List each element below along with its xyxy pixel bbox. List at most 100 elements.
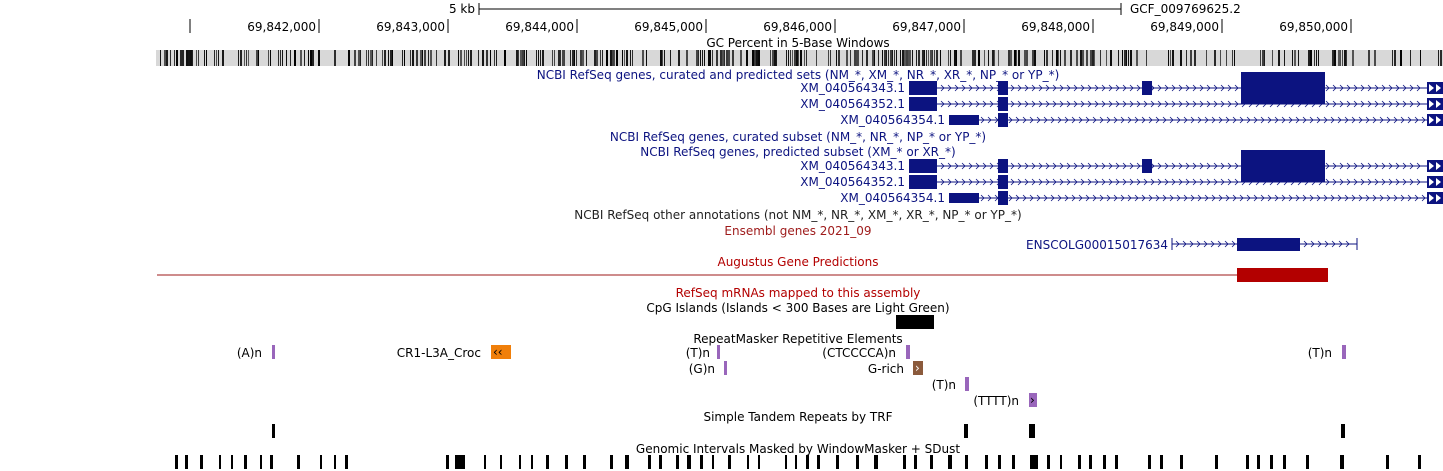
ensembl-exon[interactable] <box>1237 238 1300 251</box>
windowmasker-interval[interactable] <box>625 455 629 469</box>
windowmasker-interval[interactable] <box>712 455 714 469</box>
gene-exon[interactable] <box>998 175 1008 189</box>
windowmasker-interval[interactable] <box>1089 455 1092 469</box>
windowmasker-interval[interactable] <box>1270 455 1273 469</box>
windowmasker-interval[interactable] <box>244 455 247 469</box>
windowmasker-interval[interactable] <box>914 455 917 469</box>
windowmasker-interval[interactable] <box>1257 455 1260 469</box>
windowmasker-interval[interactable] <box>700 455 703 469</box>
windowmasker-interval[interactable] <box>546 455 549 469</box>
windowmasker-interval[interactable] <box>231 455 233 469</box>
repeat-grich[interactable] <box>913 361 923 375</box>
gene-model[interactable]: XM_040564343.1 <box>800 150 1443 182</box>
windowmasker-interval[interactable] <box>758 455 760 469</box>
windowmasker-interval[interactable] <box>856 455 859 469</box>
windowmasker-interval[interactable] <box>260 455 262 469</box>
windowmasker-track[interactable] <box>175 455 1421 469</box>
windowmasker-interval[interactable] <box>1306 455 1309 469</box>
gene-exon[interactable] <box>1241 150 1325 182</box>
windowmasker-interval[interactable] <box>728 455 731 469</box>
gene-exon[interactable] <box>949 193 979 203</box>
windowmasker-interval[interactable] <box>484 455 486 469</box>
windowmasker-interval[interactable] <box>446 455 449 469</box>
windowmasker-interval[interactable] <box>531 455 533 469</box>
gene-label[interactable]: XM_040564352.1 <box>800 97 905 111</box>
windowmasker-interval[interactable] <box>1418 455 1421 469</box>
gene-exon[interactable] <box>949 115 979 125</box>
windowmasker-interval[interactable] <box>998 455 1001 469</box>
windowmasker-interval[interactable] <box>1340 455 1344 469</box>
windowmasker-interval[interactable] <box>500 455 502 469</box>
gc-track-title[interactable]: GC Percent in 5-Base Windows <box>706 36 889 50</box>
windowmasker-interval[interactable] <box>320 455 322 469</box>
windowmasker-interval[interactable] <box>648 455 651 469</box>
gene-label[interactable]: XM_040564343.1 <box>800 81 905 95</box>
windowmasker-interval[interactable] <box>219 455 221 469</box>
windowmasker-interval[interactable] <box>565 455 568 469</box>
windowmasker-interval[interactable] <box>985 455 988 469</box>
windowmasker-interval[interactable] <box>806 455 809 469</box>
gene-model[interactable]: XM_040564354.1 <box>840 191 1443 205</box>
windowmasker-interval[interactable] <box>795 455 797 469</box>
windowmasker-interval[interactable] <box>874 455 878 469</box>
windowmasker-interval[interactable] <box>965 455 968 469</box>
windowmasker-interval[interactable] <box>583 455 586 469</box>
windowmasker-interval[interactable] <box>270 455 273 469</box>
gene-exon[interactable] <box>909 81 937 95</box>
gene-exon[interactable] <box>909 175 937 189</box>
windowmasker-interval[interactable] <box>1215 455 1218 469</box>
gene-model[interactable]: XM_040564352.1 <box>800 97 1443 111</box>
windowmasker-interval[interactable] <box>610 455 613 469</box>
refseq-predicted-title[interactable]: NCBI RefSeq genes, predicted subset (XM_… <box>640 145 955 159</box>
repeat-tn-1[interactable] <box>717 345 720 359</box>
ensembl-track[interactable]: ENSCOLG00015017634 <box>1026 238 1358 252</box>
gene-label[interactable]: XM_040564343.1 <box>800 159 905 173</box>
gene-model[interactable]: XM_040564343.1 <box>800 72 1443 104</box>
gene-label[interactable]: XM_040564354.1 <box>840 191 945 205</box>
gc-percent-track[interactable] <box>156 50 1443 66</box>
windowmasker-interval[interactable] <box>455 455 465 469</box>
repeat-tn-2[interactable] <box>1342 345 1346 359</box>
repeat-tn-3[interactable] <box>965 377 969 391</box>
gene-exon[interactable] <box>998 113 1008 127</box>
augustus-exon[interactable] <box>1237 268 1328 282</box>
gene-model[interactable]: XM_040564352.1 <box>800 175 1443 189</box>
refseq-all-title[interactable]: NCBI RefSeq genes, curated and predicted… <box>537 68 1060 82</box>
gene-exon[interactable] <box>998 191 1008 205</box>
gene-exon[interactable] <box>909 97 937 111</box>
windowmasker-interval[interactable] <box>1283 455 1286 469</box>
windowmasker-interval[interactable] <box>1060 455 1062 469</box>
windowmasker-interval[interactable] <box>185 455 188 469</box>
cpg-island[interactable] <box>896 315 934 329</box>
windowmasker-interval[interactable] <box>1103 455 1106 469</box>
windowmasker-interval[interactable] <box>175 455 178 469</box>
refseq-predicted-track[interactable]: XM_040564343.1XM_040564352.1XM_040564354… <box>800 150 1443 205</box>
windowmasker-interval[interactable] <box>659 455 662 469</box>
repeatmasker-track[interactable]: (A)n CR1-L3A_Croc ‹‹ (T)n (CTCCCCA)n (T)… <box>237 345 1346 408</box>
refseq-other-title[interactable]: NCBI RefSeq other annotations (not NM_*,… <box>574 208 1021 222</box>
windowmasker-interval[interactable] <box>836 455 839 469</box>
repeat-ctcccca[interactable] <box>906 345 910 359</box>
windowmasker-interval[interactable] <box>1030 455 1038 469</box>
trf-track[interactable] <box>272 424 1345 438</box>
repeat-an[interactable] <box>272 345 275 359</box>
gene-exon[interactable] <box>1142 159 1152 173</box>
gene-exon[interactable] <box>998 81 1008 95</box>
windowmasker-interval[interactable] <box>1160 455 1163 469</box>
gene-exon[interactable] <box>1142 81 1152 95</box>
windowmasker-interval[interactable] <box>1148 455 1151 469</box>
windowmasker-interval[interactable] <box>930 455 933 469</box>
windowmasker-interval[interactable] <box>948 455 952 469</box>
repeat-gn[interactable] <box>724 361 727 375</box>
refseq-all-track[interactable]: XM_040564343.1XM_040564352.1XM_040564354… <box>800 72 1443 127</box>
gene-exon[interactable] <box>998 159 1008 173</box>
windowmasker-interval[interactable] <box>345 455 348 469</box>
windowmasker-interval[interactable] <box>297 455 300 469</box>
augustus-title[interactable]: Augustus Gene Predictions <box>717 255 878 269</box>
windowmasker-interval[interactable] <box>1078 455 1081 469</box>
windowmasker-interval[interactable] <box>676 455 679 469</box>
windowmasker-interval[interactable] <box>519 455 521 469</box>
repeat-tttt[interactable] <box>1029 393 1037 407</box>
